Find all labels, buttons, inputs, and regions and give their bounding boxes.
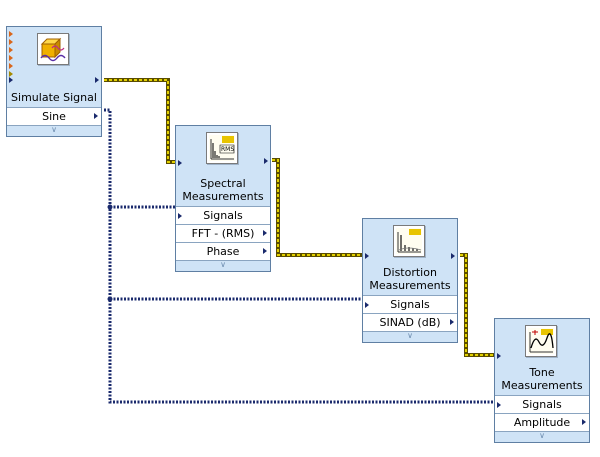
phase-selector[interactable]: Phase <box>176 243 270 261</box>
wire-simulate-to-spectral[interactable] <box>104 78 175 164</box>
signal-generator-icon <box>37 33 69 65</box>
expand-chevron-icon[interactable] <box>176 261 270 271</box>
dynamic-data-wires[interactable] <box>104 78 494 357</box>
sinad-selector[interactable]: SINAD (dB) <box>363 314 457 332</box>
spectral-measurements-node[interactable]: RMS Spectral Measurements Signals FFT - … <box>175 125 271 272</box>
terminal-icon[interactable] <box>9 63 13 69</box>
terminal-icon[interactable] <box>365 253 369 259</box>
terminal-icon[interactable] <box>178 160 182 166</box>
simulate-signal-node[interactable]: Simulate Signal Sine <box>6 26 102 137</box>
fft-rms-selector[interactable]: FFT - (RMS) <box>176 225 270 243</box>
wire-sine-trunk[interactable] <box>104 108 494 404</box>
tone-measurements-node[interactable]: Tone Measurements Signals Amplitude <box>494 318 590 443</box>
distortion-measurements-node[interactable]: Distortion Measurements Signals SINAD (d… <box>362 218 458 343</box>
wire-junction <box>107 204 113 210</box>
terminal-icon[interactable] <box>497 353 501 359</box>
node-title: Simulate Signal <box>11 91 97 104</box>
amplitude-selector[interactable]: Amplitude <box>495 414 589 432</box>
node-title: Tone Measurements <box>501 366 583 392</box>
signal-wires[interactable] <box>104 108 494 404</box>
sine-selector[interactable]: Sine <box>7 108 101 126</box>
terminal-icon[interactable] <box>264 158 268 164</box>
spectral-measurements-header: RMS Spectral Measurements <box>176 126 270 207</box>
distortion-spectrum-icon <box>393 225 425 257</box>
tone-sine-icon <box>525 325 557 357</box>
expand-chevron-icon[interactable] <box>363 332 457 342</box>
terminal-icon[interactable] <box>9 77 13 83</box>
node-title: Spectral Measurements <box>182 177 264 203</box>
spectrum-rms-icon: RMS <box>206 132 238 164</box>
terminal-icon[interactable] <box>9 71 13 77</box>
terminal-icon[interactable] <box>95 77 99 83</box>
tone-measurements-header: Tone Measurements <box>495 319 589 396</box>
expand-chevron-icon[interactable] <box>495 432 589 442</box>
signals-input[interactable]: Signals <box>495 396 589 414</box>
terminal-icon[interactable] <box>451 253 455 259</box>
svg-text:RMS: RMS <box>221 146 234 153</box>
terminal-icon[interactable] <box>9 39 13 45</box>
simulate-signal-header: Simulate Signal <box>7 27 101 108</box>
wire-junction <box>107 296 113 302</box>
terminal-icon[interactable] <box>9 31 13 37</box>
wire-spectral-to-distortion[interactable] <box>272 158 362 257</box>
terminal-icon[interactable] <box>9 47 13 53</box>
signals-input[interactable]: Signals <box>176 207 270 225</box>
node-title: Distortion Measurements <box>369 266 451 292</box>
distortion-measurements-header: Distortion Measurements <box>363 219 457 296</box>
signals-input[interactable]: Signals <box>363 296 457 314</box>
expand-chevron-icon[interactable] <box>7 126 101 136</box>
terminal-icon[interactable] <box>9 55 13 61</box>
